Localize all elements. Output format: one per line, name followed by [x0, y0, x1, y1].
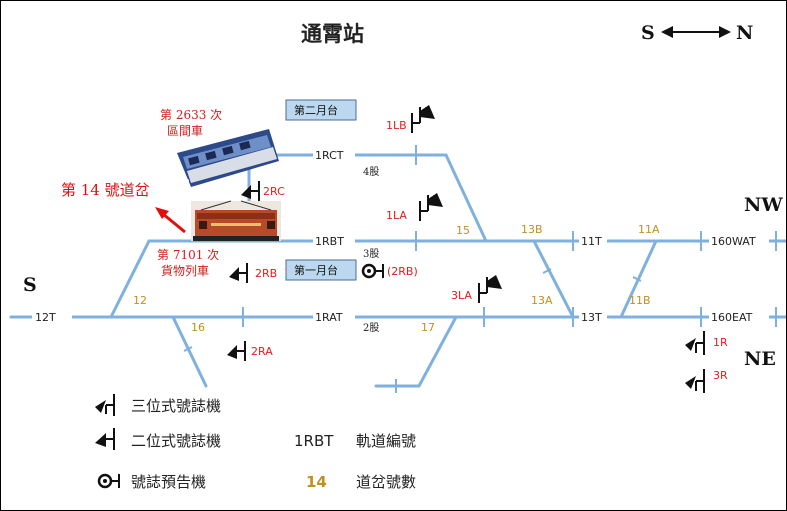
track-number-3: 3股 [363, 248, 379, 260]
legend-two-aspect-icon [95, 428, 115, 450]
signal-3r-icon [685, 369, 705, 393]
track-branch-17 [417, 315, 458, 388]
legend-track-code: 1RBT [294, 432, 334, 450]
switch-13b-label: 13B [521, 223, 543, 236]
label-bg [32, 310, 72, 324]
switch-numbers: 12 16 15 17 13B 13A 11A 11B [133, 223, 660, 334]
emu-train-number: 第 2633 次 [160, 108, 222, 122]
direction-south: S [641, 22, 655, 44]
station-title: 通霄站 [301, 21, 364, 46]
track-branch-15 [444, 153, 488, 243]
track-1rat-label: 1RAT [315, 311, 343, 324]
track-160wat-label: 160WAT [711, 235, 756, 248]
signal-2ra-icon [227, 341, 246, 361]
signal-2rc-label: 2RC [263, 185, 285, 198]
legend-distant-label: 號誌預告機 [131, 473, 206, 491]
signal-2rb-icon [229, 263, 248, 283]
direction-north: N [736, 22, 753, 44]
legend-three-aspect-label: 三位式號誌機 [131, 397, 221, 415]
signal-3la-label: 3LA [451, 289, 472, 302]
end-northeast: NE [744, 348, 776, 370]
label-bg [313, 234, 355, 248]
switch-14-arrow-icon [155, 207, 186, 234]
switch-17-label: 17 [421, 321, 435, 334]
track-11t-label: 11T [581, 235, 602, 248]
label-bg [579, 310, 607, 324]
legend-track-code-desc: 軌道編號 [356, 432, 416, 450]
switch-11a-label: 11A [638, 223, 660, 236]
tick [542, 268, 552, 274]
switch-13a-label: 13A [531, 294, 553, 307]
freight-train-image [191, 200, 281, 241]
distant-signal-2rb-label: (2RB) [387, 265, 418, 278]
signal-1lb-label: 1LB [386, 119, 407, 132]
platform-first-label: 第一月台 [294, 263, 338, 277]
legend: 三位式號誌機 二位式號誌機 1RBT 軌道編號 號誌預告機 14 道岔號數 [95, 394, 416, 491]
platform-second [285, 99, 357, 121]
direction-indicator: S N [641, 22, 753, 44]
signal-3la-icon [478, 275, 502, 303]
end-northwest: NW [744, 194, 783, 216]
switch-14-note: 第 14 號道岔 [61, 181, 150, 199]
freight-train-number: 第 7101 次 [157, 248, 219, 262]
track-crossover-13 [532, 239, 575, 319]
legend-switch-number-sample: 14 [306, 473, 327, 491]
signal-1r-icon [685, 331, 705, 355]
legend-three-aspect-icon [95, 394, 115, 416]
track-branch-16 [171, 315, 208, 388]
signal-3r-label: 3R [713, 369, 728, 382]
switch-12-label: 12 [133, 294, 147, 307]
track-13t-label: 13T [581, 311, 602, 324]
switch-15-label: 15 [456, 224, 470, 237]
emu-train-image [177, 129, 279, 187]
label-bg [313, 148, 355, 162]
signal-1lb-icon [411, 105, 435, 133]
track-12t-label: 12T [35, 311, 56, 324]
tick [632, 276, 642, 282]
platform-first [285, 259, 357, 281]
track-section-ticks [183, 145, 777, 393]
track-branch-12 [109, 239, 151, 319]
track-number-4: 4股 [363, 166, 379, 178]
emu-train-type: 區間車 [167, 124, 203, 138]
legend-distant-signal-icon [97, 473, 120, 489]
signal-1r-label: 1R [713, 336, 728, 349]
legend-two-aspect-label: 二位式號誌機 [131, 432, 221, 450]
track-1rbt-label: 1RBT [315, 235, 344, 248]
signal-2rb-label: 2RB [255, 267, 277, 280]
track-number-2: 2股 [363, 322, 379, 334]
platform-second-label: 第二月台 [294, 103, 338, 117]
tick [183, 346, 193, 352]
legend-switch-number-desc: 道岔號數 [356, 473, 416, 491]
freight-train-type: 貨物列車 [161, 263, 209, 278]
track-labels: 12T 1RCT 1RBT 1RAT 11T 13T 160WAT 160EAT [32, 148, 769, 324]
label-bg [709, 234, 769, 248]
direction-arrow-right-head [719, 26, 731, 38]
label-bg [579, 234, 607, 248]
switch-11b-label: 11B [629, 294, 651, 307]
end-south: S [23, 274, 37, 296]
signal-1la-label: 1LA [386, 209, 407, 222]
label-bg [313, 310, 355, 324]
direction-arrow-left-head [661, 26, 673, 38]
label-bg [709, 310, 769, 324]
distant-signal-icon [361, 263, 384, 279]
signal-2rc-icon [241, 181, 260, 201]
switch-16-label: 16 [191, 321, 205, 334]
track-160eat-label: 160EAT [711, 311, 753, 324]
signal-2ra-label: 2RA [251, 345, 273, 358]
signal-1la-icon [419, 193, 443, 221]
track-1rct-label: 1RCT [315, 149, 344, 162]
